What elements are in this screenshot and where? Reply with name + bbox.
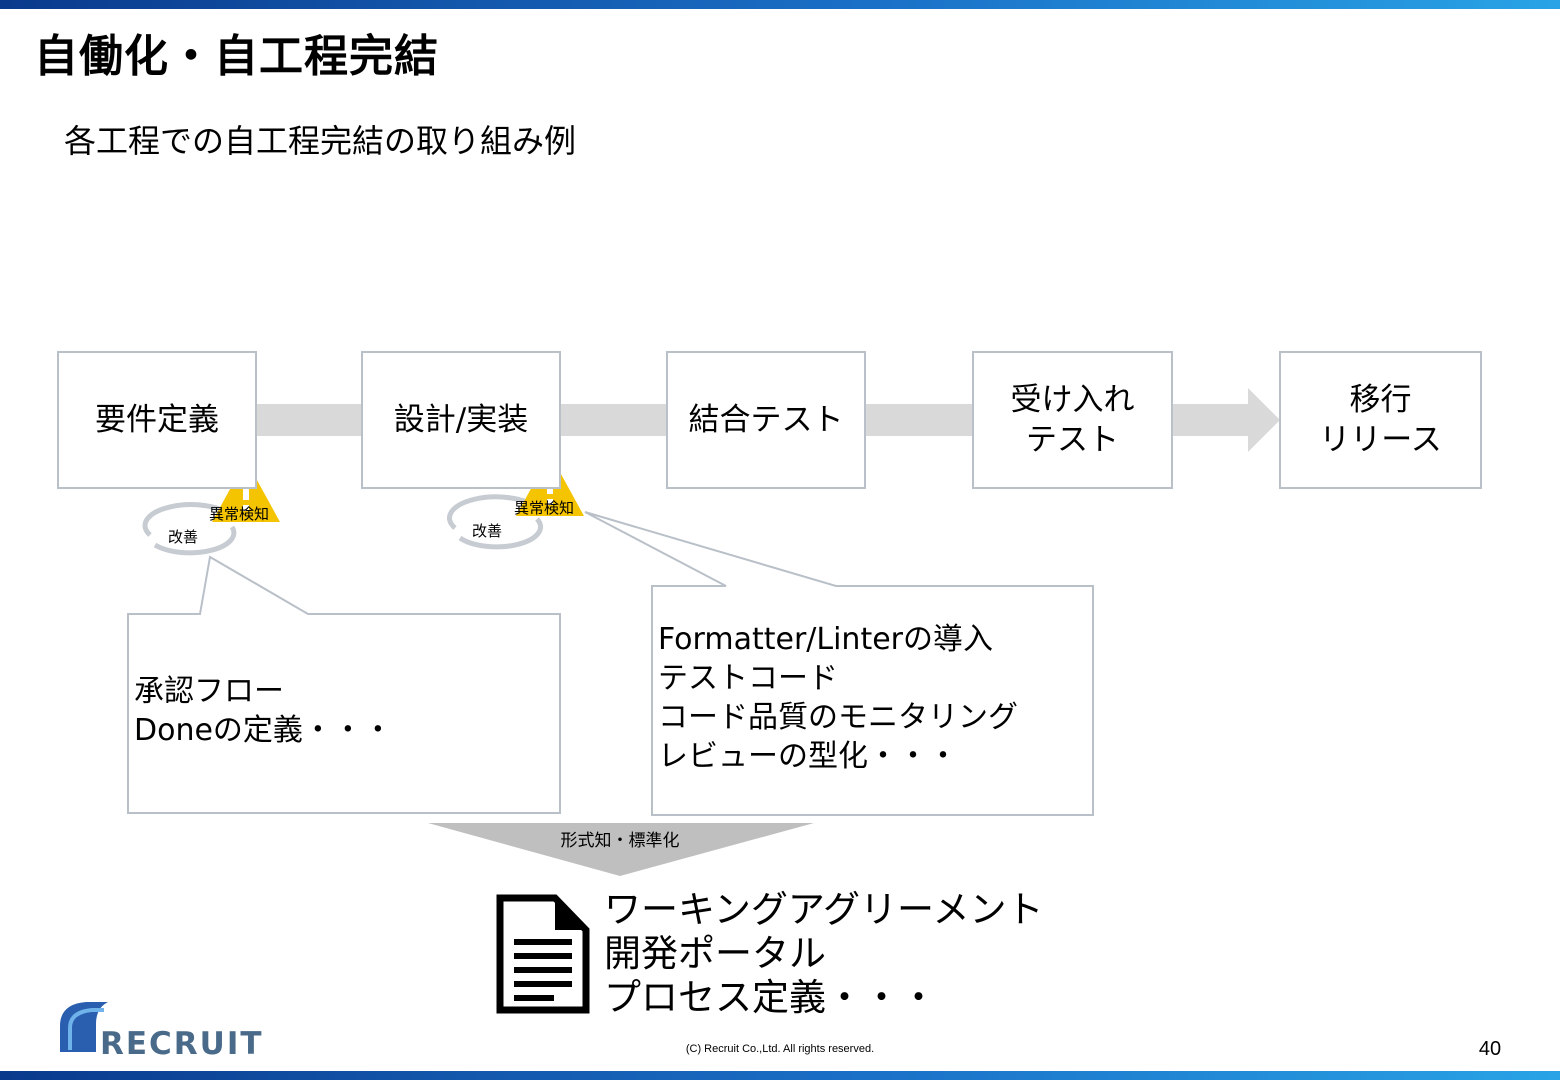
stage-migration-release: 移行 リリース	[1279, 351, 1482, 489]
stage-requirements: 要件定義	[57, 351, 257, 489]
callout-2-bubble	[584, 511, 1094, 816]
stage-integration-test: 結合テスト	[666, 351, 866, 489]
callout-1-text: 承認フロー Doneの定義・・・	[134, 674, 393, 748]
copyright-notice: (C) Recruit Co.,Ltd. All rights reserved…	[685, 1043, 875, 1055]
standardization-label: 形式知・標準化	[560, 831, 680, 851]
recruit-logo-mark	[60, 1002, 108, 1052]
warning-label-1: 異常検知	[209, 505, 270, 523]
bottom-accent-bar	[0, 1071, 1560, 1080]
document-icon	[496, 894, 590, 1014]
slide-title: 自働化・自工程完結	[34, 31, 439, 82]
top-accent-bar	[0, 0, 1560, 9]
callout-1-bubble	[127, 555, 561, 814]
callout-2-text: Formatter/Linterの導入 テストコード コード品質のモニタリング …	[658, 622, 1018, 774]
slide-subtitle: 各工程での自工程完結の取り組み例	[64, 122, 577, 160]
improve-label-1: 改善	[168, 528, 199, 546]
improve-label-2: 改善	[472, 522, 503, 540]
improve-cycle-icon-2	[446, 494, 544, 550]
recruit-logo-text: RECRUIT	[100, 1026, 264, 1062]
standard-documents-list: ワーキングアグリーメント 開発ポータル プロセス定義・・・	[604, 888, 1044, 1019]
page-number: 40	[1478, 1038, 1502, 1060]
improve-cycle-icon-1	[142, 502, 237, 556]
standardization-triangle	[428, 823, 814, 876]
stage-acceptance-test: 受け入れ テスト	[972, 351, 1173, 489]
warning-label-2: 異常検知	[514, 499, 575, 517]
stage-design-implementation: 設計/実装	[361, 351, 561, 489]
